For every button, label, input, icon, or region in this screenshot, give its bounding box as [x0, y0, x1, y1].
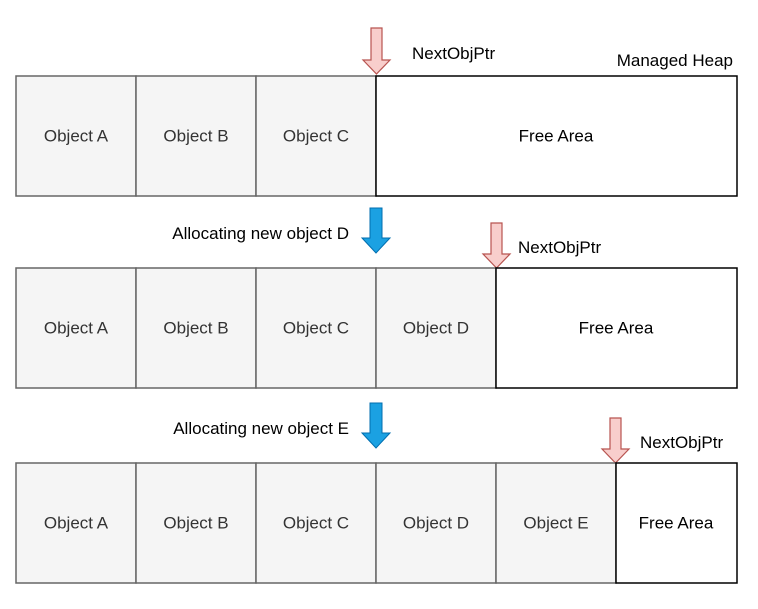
free-area-block: [615, 462, 738, 584]
object-e-block: [495, 462, 617, 584]
object-d-block: [375, 462, 497, 584]
object-c-block: [255, 75, 377, 197]
step-arrow-e: [360, 402, 392, 449]
step-arrow-d: [360, 207, 392, 254]
heap-row-3: NextObjPtr Object A Object B Object C Ob…: [15, 417, 738, 584]
next-obj-ptr-arrow-2: [481, 222, 512, 269]
object-a-label: Object A: [44, 513, 109, 532]
object-a-block: [15, 267, 137, 389]
object-c-block: [255, 462, 377, 584]
object-d-label: Object D: [403, 318, 469, 337]
object-b-label: Object B: [163, 126, 228, 145]
allocating-d-label: Allocating new object D: [172, 224, 349, 243]
object-b-label: Object B: [163, 318, 228, 337]
object-c-block: [255, 267, 377, 389]
managed-heap-label: Managed Heap: [617, 51, 733, 70]
next-obj-ptr-label-3: NextObjPtr: [640, 433, 723, 452]
object-c-label: Object C: [283, 126, 349, 145]
object-a-block: [15, 462, 137, 584]
object-a-block: [15, 75, 137, 197]
next-obj-ptr-label-1: NextObjPtr: [412, 44, 495, 63]
next-obj-ptr-arrow-1: [361, 27, 392, 75]
free-area-block: [375, 75, 738, 197]
heap-row-1: NextObjPtr Object A Object B Object C Fr…: [15, 27, 738, 197]
object-e-label: Object E: [523, 513, 588, 532]
object-c-label: Object C: [283, 513, 349, 532]
heap-row-2: NextObjPtr Object A Object B Object C Ob…: [15, 222, 738, 389]
allocation-step-e: Allocating new object E: [173, 402, 392, 449]
object-c-label: Object C: [283, 318, 349, 337]
object-b-label: Object B: [163, 513, 228, 532]
free-area-label: Free Area: [579, 318, 654, 337]
free-area-block: [495, 267, 738, 389]
object-b-block: [135, 267, 257, 389]
object-b-block: [135, 75, 257, 197]
free-area-label: Free Area: [639, 513, 714, 532]
allocation-step-d: Allocating new object D: [172, 207, 392, 254]
object-d-block: [375, 267, 497, 389]
free-area-label: Free Area: [519, 126, 594, 145]
object-a-label: Object A: [44, 126, 109, 145]
next-obj-ptr-label-2: NextObjPtr: [518, 238, 601, 257]
object-d-label: Object D: [403, 513, 469, 532]
object-b-block: [135, 462, 257, 584]
allocating-e-label: Allocating new object E: [173, 419, 349, 438]
object-a-label: Object A: [44, 318, 109, 337]
next-obj-ptr-arrow-3: [600, 417, 631, 464]
